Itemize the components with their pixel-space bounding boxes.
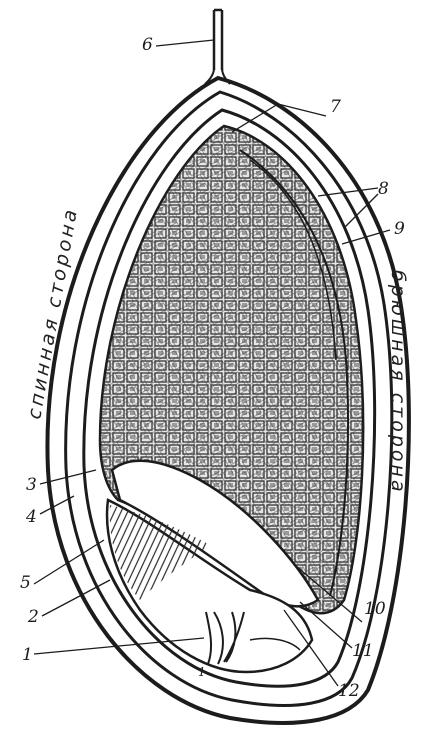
label-3: 3: [26, 475, 37, 495]
label-7: 7: [330, 97, 341, 117]
dorsal-side-label: спинная сторона: [23, 205, 82, 421]
label-1-embryo: 1: [198, 665, 206, 679]
label-8: 8: [378, 179, 389, 199]
label-4: 4: [25, 507, 37, 527]
label-1: 1: [22, 645, 33, 665]
tuft: [214, 10, 222, 70]
label-2: 2: [27, 607, 39, 627]
label-12: 12: [338, 681, 360, 701]
label-9: 9: [394, 219, 405, 239]
label-6: 6: [142, 35, 153, 55]
label-11: 11: [352, 641, 374, 661]
svg-text:спинная сторона: спинная сторона: [23, 205, 82, 421]
svg-text:брюшная сторона: брюшная сторона: [387, 270, 409, 495]
label-10: 10: [364, 599, 386, 619]
ventral-side-label: брюшная сторона: [387, 270, 409, 495]
label-5: 5: [20, 573, 31, 593]
